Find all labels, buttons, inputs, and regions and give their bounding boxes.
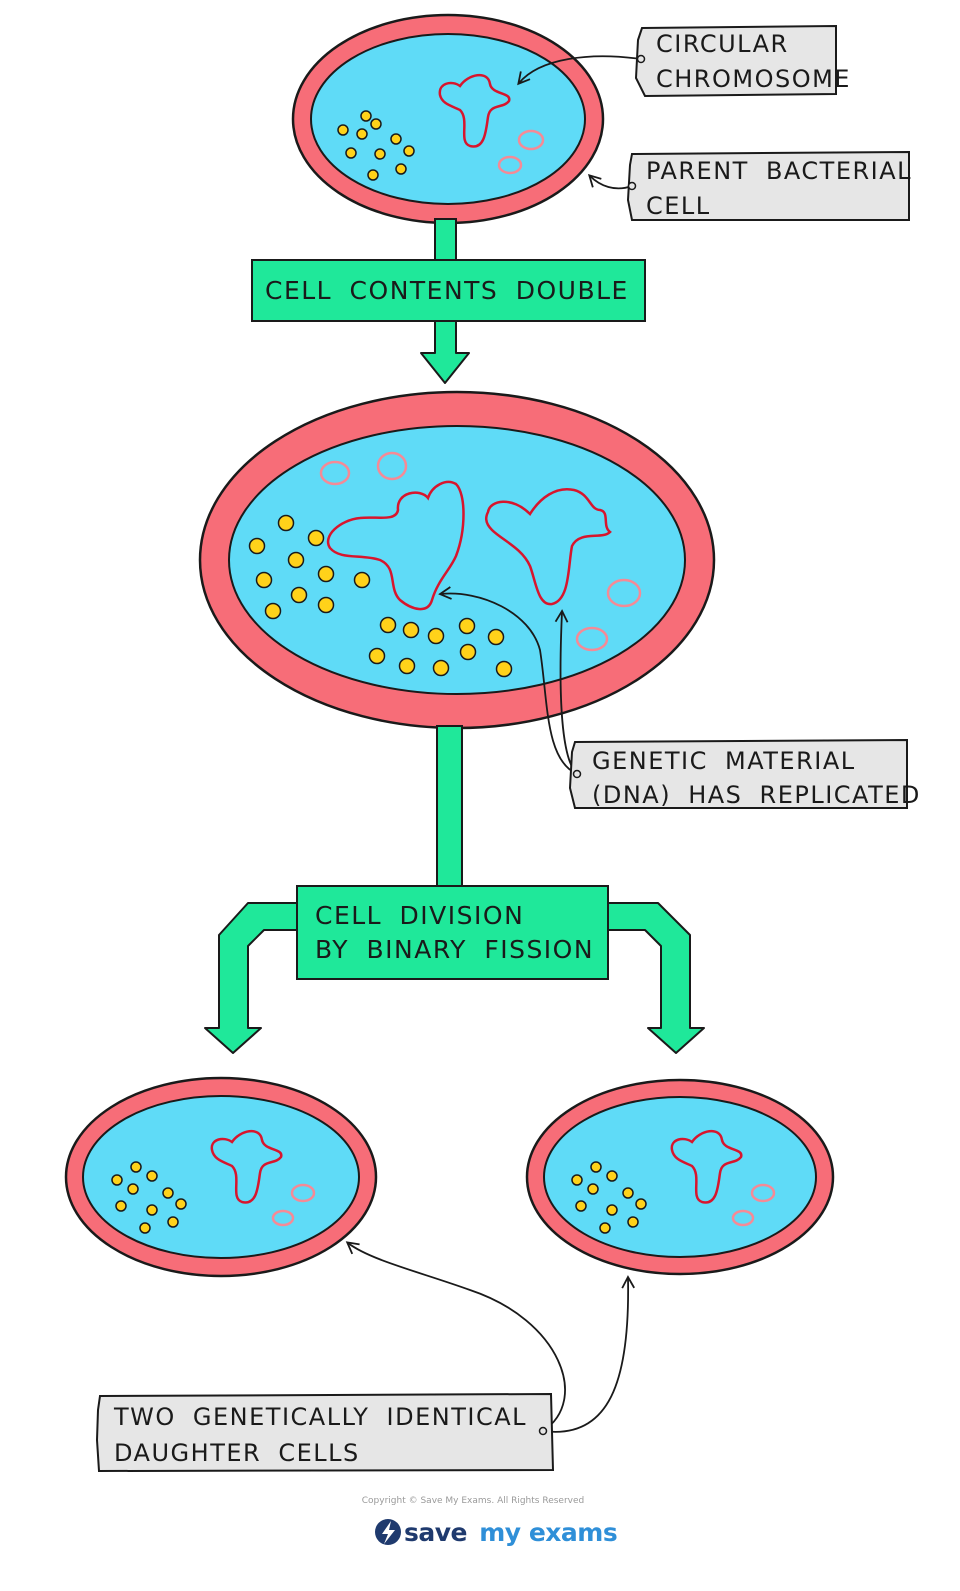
step-binary-fission-line1: CELL DIVISION [315, 901, 524, 930]
daughter-cell-right [525, 1078, 835, 1276]
plasmid [497, 155, 523, 175]
chromosome-copy-right [485, 487, 612, 606]
plasmid [731, 1209, 755, 1227]
svg-text:save my exams: save my exams [404, 1518, 617, 1547]
save-my-exams-logo: save my exams [375, 1518, 618, 1547]
plasmids [319, 451, 642, 652]
plasmid [750, 1183, 776, 1203]
label-circular-chromosome: CIRCULAR CHROMOSOME [517, 24, 851, 98]
ribosomes [571, 1161, 647, 1234]
daughter-cell-left [64, 1076, 378, 1278]
circular-chromosome [438, 74, 511, 148]
plasmid [271, 1209, 295, 1227]
logo-save: save [404, 1518, 467, 1547]
copyright-notice: Copyright © Save My Exams. All Rights Re… [362, 1496, 584, 1506]
chromosome [670, 1130, 743, 1204]
label-genetic-material: GENETIC MATERIAL (DNA) HAS REPLICATED [438, 586, 921, 809]
logo-my: my [479, 1518, 521, 1547]
arrow-contents-double: CELL CONTENTS DOUBLE [251, 218, 646, 384]
step-box-contents-double [251, 259, 646, 322]
ribosomes [248, 514, 513, 678]
parent-bacterial-cell [291, 13, 605, 225]
label-circular-chromosome-line2: CHROMOSOME [656, 65, 851, 93]
step-box-binary-fission [296, 885, 609, 980]
label-parent-cell-line2: CELL [646, 192, 711, 220]
chromosome [210, 1130, 283, 1204]
plasmid [290, 1183, 316, 1203]
step-contents-double: CELL CONTENTS DOUBLE [265, 276, 629, 305]
chromosome-copy-left [326, 480, 465, 611]
plasmid [517, 129, 545, 151]
label-daughter-cells-line1: TWO GENETICALLY IDENTICAL [113, 1403, 527, 1431]
label-parent-cell: PARENT BACTERIAL CELL [587, 150, 912, 221]
label-parent-cell-line1: PARENT BACTERIAL [646, 157, 912, 185]
ribosomes [111, 1161, 187, 1234]
arrow-binary-fission: CELL DIVISION BY BINARY FISSION [204, 725, 705, 1054]
label-genetic-material-line2: (DNA) HAS REPLICATED [592, 781, 921, 809]
step-binary-fission-line2: BY BINARY FISSION [315, 935, 594, 964]
label-genetic-material-line1: GENETIC MATERIAL [592, 747, 856, 775]
logo-exams: exams [529, 1518, 617, 1547]
label-circular-chromosome-line1: CIRCULAR [656, 30, 789, 58]
label-daughter-cells-line2: DAUGHTER CELLS [114, 1439, 360, 1467]
label-daughter-cells: TWO GENETICALLY IDENTICAL DAUGHTER CELLS [95, 1241, 635, 1473]
ribosomes [337, 110, 415, 181]
replicated-cell [198, 390, 716, 730]
